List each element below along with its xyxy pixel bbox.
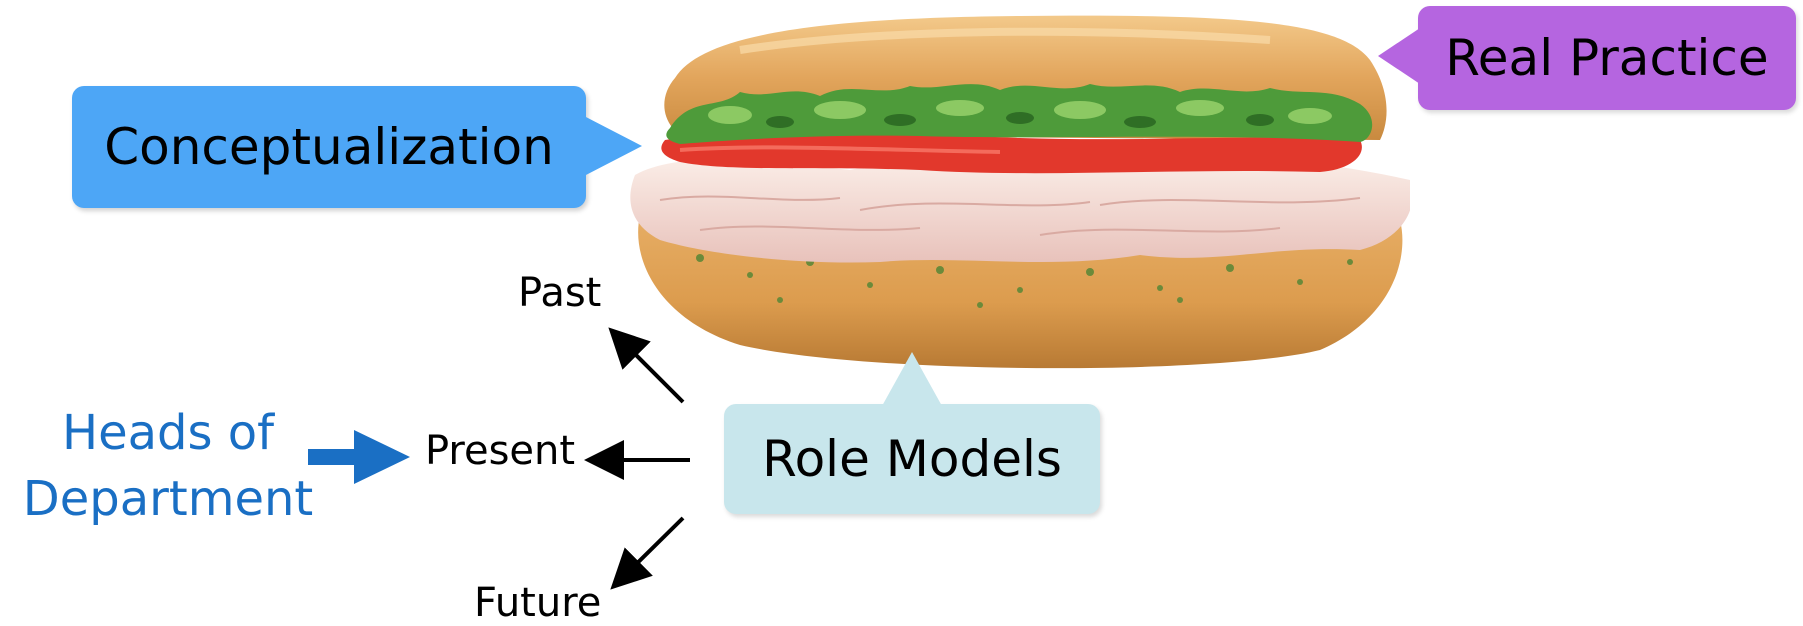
sandwich-illustration: [630, 15, 1410, 369]
conceptualization-label: Conceptualization: [104, 118, 554, 176]
callout-pointer: [882, 352, 942, 406]
real-practice-callout: Real Practice: [1378, 6, 1796, 110]
future-label: Future: [474, 580, 602, 626]
role-models-callout: Role Models: [724, 352, 1100, 514]
meat-layer: [630, 156, 1410, 263]
heads-line-2: Department: [22, 471, 314, 527]
real-practice-label: Real Practice: [1445, 29, 1769, 87]
heads-line-1: Heads of: [61, 405, 275, 461]
callout-pointer: [584, 116, 642, 176]
arrow-to-future: [610, 516, 685, 590]
sprouts: [696, 254, 1353, 308]
conceptualization-callout: Conceptualization: [72, 86, 642, 208]
present-label: Present: [425, 428, 576, 474]
callout-pointer: [1378, 28, 1420, 84]
tomato-layer: [661, 132, 1362, 174]
role-models-label: Role Models: [762, 430, 1062, 488]
heads-of-department-label: Heads of Department: [8, 400, 328, 532]
past-label: Past: [518, 270, 602, 316]
